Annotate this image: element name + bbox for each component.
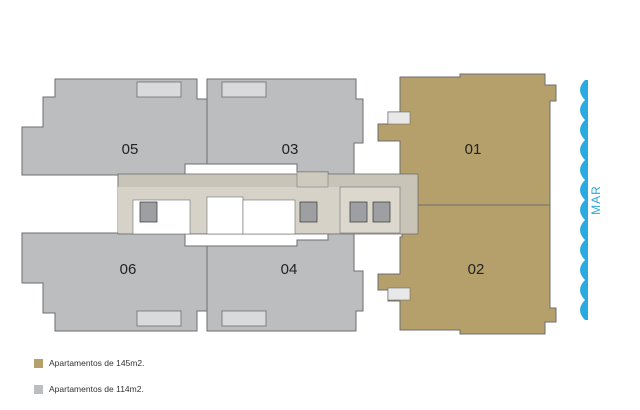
unit-02-shape[interactable] [377, 204, 557, 335]
unit-02-label: 02 [468, 261, 485, 278]
legend-label-large: Apartamentos de 145m2. [49, 358, 145, 368]
balcony-bottom-left [136, 310, 182, 327]
sea-label: MAR [589, 185, 603, 215]
legend-swatch-small [34, 384, 43, 394]
unit-06-shape[interactable] [21, 232, 208, 332]
legend: Apartamentos de 145m2. Apartamentos de 1… [34, 356, 144, 408]
unit-01-label: 01 [465, 141, 482, 158]
elevator-2 [299, 201, 318, 223]
annex-top [387, 111, 411, 125]
stair-step-lines [296, 171, 329, 188]
legend-item-large: Apartamentos de 145m2. [34, 356, 144, 370]
sea-waves [580, 80, 588, 320]
floor-plan: MAR 05 03 01 06 04 02 [21, 73, 603, 335]
unit-04-label: 04 [281, 261, 298, 278]
legend-label-small: Apartamentos de 114m2. [49, 384, 144, 394]
balcony-top-right [221, 81, 267, 98]
annex-bottom [387, 287, 411, 301]
elevator-3 [349, 201, 368, 223]
elevator-1 [139, 201, 158, 223]
balcony-bottom-right [221, 310, 267, 327]
unit-06-label: 06 [120, 261, 137, 278]
unit-04-shape[interactable] [206, 232, 364, 332]
balcony-top-left [136, 81, 182, 98]
legend-item-small: Apartamentos de 114m2. [34, 382, 144, 396]
unit-03-label: 03 [282, 141, 299, 158]
elevator-4 [372, 201, 391, 223]
legend-swatch-large [34, 358, 43, 368]
unit-05-label: 05 [122, 141, 139, 158]
service-area-2 [242, 199, 296, 235]
stair-area [206, 196, 244, 235]
hall-right [339, 186, 401, 234]
